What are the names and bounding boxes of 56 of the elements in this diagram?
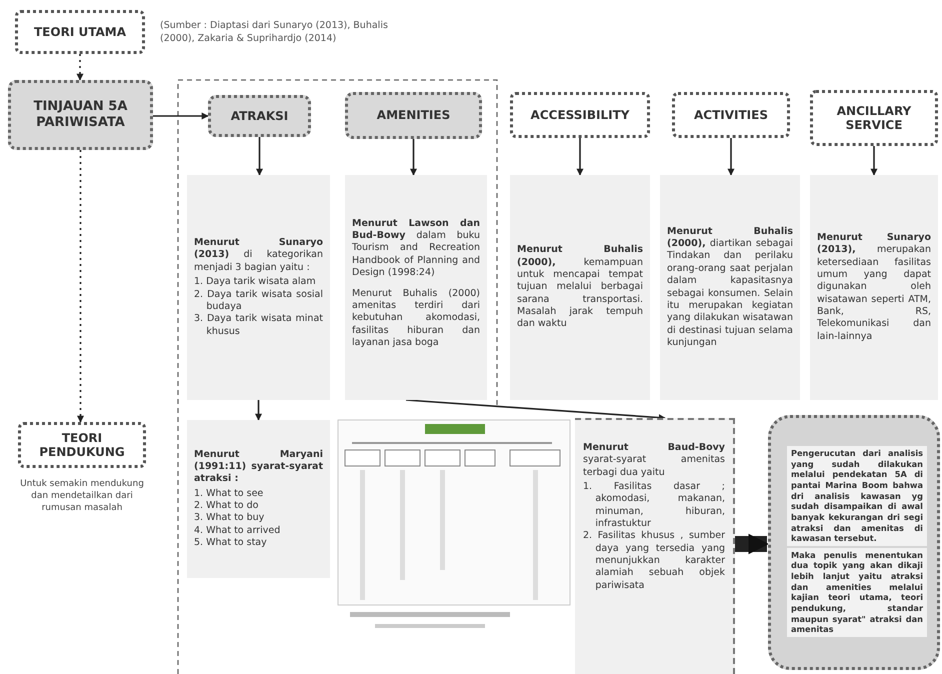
description-text: Menurut Sunaryo (2013), merupakan ketersediaan fasilitas umum yang dapat digunakan oleh wisatawan seperti ATM, Bank, RS, Telekomunikasi dan lain-lainnya bbox=[817, 232, 931, 344]
title-box bbox=[672, 92, 790, 138]
text-panel bbox=[187, 420, 330, 578]
source-note: (Sumber : Diaptasi dari Sunaryo (2013), Buhalis (2000), Zakaria & Suprihardjo (2014) bbox=[160, 20, 389, 46]
title-box bbox=[510, 92, 650, 138]
list-item: 4. What to arrived bbox=[194, 524, 282, 538]
title-box bbox=[810, 90, 938, 146]
text-panel bbox=[187, 175, 330, 400]
list-item: 5. What to stay bbox=[194, 537, 268, 550]
text-panel bbox=[810, 175, 938, 400]
conclusion-box bbox=[768, 415, 940, 670]
arrow bbox=[576, 138, 584, 176]
list-item: 2. Fasilitas khusus , sumber daya yang tersedia yang menunjukkan karakter alamiah sebuah objek pariwisata bbox=[583, 530, 725, 592]
box-title: AMENITIES bbox=[376, 108, 452, 123]
arrow bbox=[728, 138, 734, 176]
list-item: 2. What to do bbox=[194, 500, 260, 512]
note-text: Untuk semakin mendukung dan mendetailkan dari rumusan masalah bbox=[20, 478, 144, 514]
arrow bbox=[870, 146, 878, 176]
box-title: ANCILLARY SERVICE bbox=[836, 104, 912, 132]
description-text: Menurut Buhalis (2000), diartikan sebagai Tindakan dan perilaku orang-orang saat perjalan dalam kapasitasnya sebagai konsumen. Selain itu merupakan kegiatan yang dilakukan wisatawan di destinasi tujuan selama kunjungan bbox=[667, 226, 793, 350]
box-title: ATRAKSI bbox=[230, 108, 290, 124]
box-title: TEORI UTAMA bbox=[33, 24, 127, 40]
arrow bbox=[256, 137, 263, 176]
title-box bbox=[18, 422, 146, 468]
block-arrow bbox=[735, 534, 770, 554]
arrow bbox=[255, 400, 262, 421]
text-panel bbox=[345, 175, 487, 400]
text-panel bbox=[575, 418, 735, 674]
list-item: 3. Daya tarik wisata minat khusus bbox=[194, 313, 323, 338]
list-item: 2. Daya tarik wisata sosial budaya bbox=[194, 288, 323, 314]
box-title: TEORI PENDUKUNG bbox=[38, 430, 126, 460]
list-item: 1. What to see bbox=[194, 488, 264, 500]
description-text: Menurut Buhalis (2000) amenitas terdiri dari kebutuhan akomodasi, fasilitas hiburan dan layanan jasa boga bbox=[352, 288, 480, 350]
description-text: Menurut Lawson dan Bud-Bowy dalam buku Tourism and Recreation Handbook of Planning and Design (1998:24) bbox=[352, 218, 480, 280]
arrow bbox=[76, 54, 84, 81]
description-text: Pengerucutan dari analisis yang sudah dilakukan melalui pendekatan 5A di pantai Marina Boom bahwa dri analisis kawasan yg sudah disampaikan di awal banyak kekurangan dri segi atraksi dan amenitas di kawasan tersebut. bbox=[787, 446, 927, 546]
description-text: Menurut Sunaryo (2013) di kategorikan menjadi 3 bagian yaitu : bbox=[194, 237, 323, 274]
arrow bbox=[153, 112, 209, 120]
title-box bbox=[8, 80, 153, 150]
title-box bbox=[15, 10, 145, 54]
description-text: Menurut Maryani (1991:11) syarat-syarat atraksi : bbox=[194, 448, 323, 486]
box-title: TINJAUAN 5A PARIWISATA bbox=[32, 99, 128, 131]
list-item: 1. Daya tarik wisata alam bbox=[194, 276, 317, 288]
description-text: Menurut Buhalis (2000), kemampuan untuk mencapai tempat tujuan melalui berbagai sarana transportasi. Masalah jarak tempuh dan waktu bbox=[517, 244, 643, 331]
list-item: 3. What to buy bbox=[194, 512, 266, 525]
title-box bbox=[208, 95, 311, 137]
arrow bbox=[77, 150, 84, 423]
description-text: Menurut Baud-Bovy syarat-syarat amenitas terbagi dua yaitu bbox=[583, 442, 725, 480]
box-title: ACCESSIBILITY bbox=[530, 108, 630, 122]
title-box bbox=[345, 92, 482, 139]
box-title: ACTIVITIES bbox=[693, 108, 769, 122]
description-text: Maka penulis menentukan dua topik yang akan dikaji lebih lanjut yaitu atraksi dan amenities melalui kajian teori utama, teori pendukung, standar maupun syarat" atraksi dan amenitas bbox=[787, 548, 927, 638]
arrow bbox=[410, 139, 417, 176]
text-panel bbox=[660, 175, 800, 400]
list-item: 1. Fasilitas dasar ; akomodasi, makanan, minuman, hiburan, infrastuktur bbox=[583, 481, 725, 530]
text-panel bbox=[510, 175, 650, 400]
